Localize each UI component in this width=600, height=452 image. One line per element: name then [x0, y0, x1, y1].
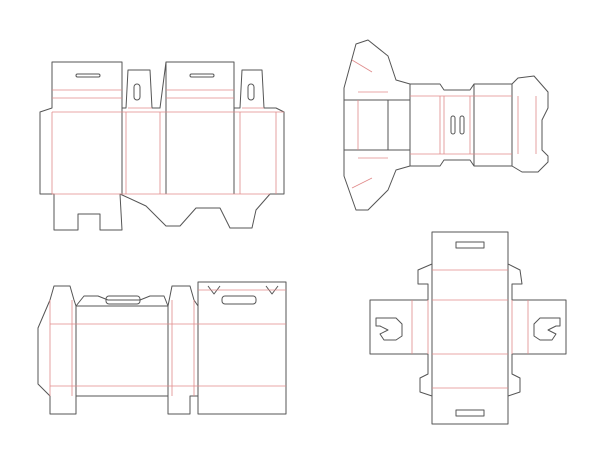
dieline-a-handle-1: [133, 83, 141, 101]
dieline-b-outline: [343, 39, 549, 211]
dieline-d-top-tab: [455, 241, 485, 249]
dieline-d-outline: [369, 231, 567, 425]
dieline-a-slot-1: [75, 73, 101, 78]
dieline-d-right-lock: [533, 317, 561, 341]
dieline-b: [343, 39, 549, 211]
dieline-d-left-lock: [375, 317, 403, 341]
dieline-a-outline: [39, 61, 285, 231]
dieline-d-bottom-tab: [455, 409, 485, 417]
dieline-c-outline: [37, 281, 287, 415]
dieline-a-slot-2: [189, 73, 215, 78]
dieline-b-handle-1: [450, 115, 456, 135]
dieline-c-top-flap: [75, 295, 169, 307]
dieline-d: [369, 231, 567, 425]
dieline-c-handle-1: [105, 295, 141, 305]
dieline-c-handle-2: [221, 295, 257, 305]
dieline-a-handle-2: [247, 83, 255, 101]
dieline-b-handle-2: [459, 115, 465, 135]
dieline-c: [37, 281, 287, 415]
dieline-a: [39, 61, 285, 231]
